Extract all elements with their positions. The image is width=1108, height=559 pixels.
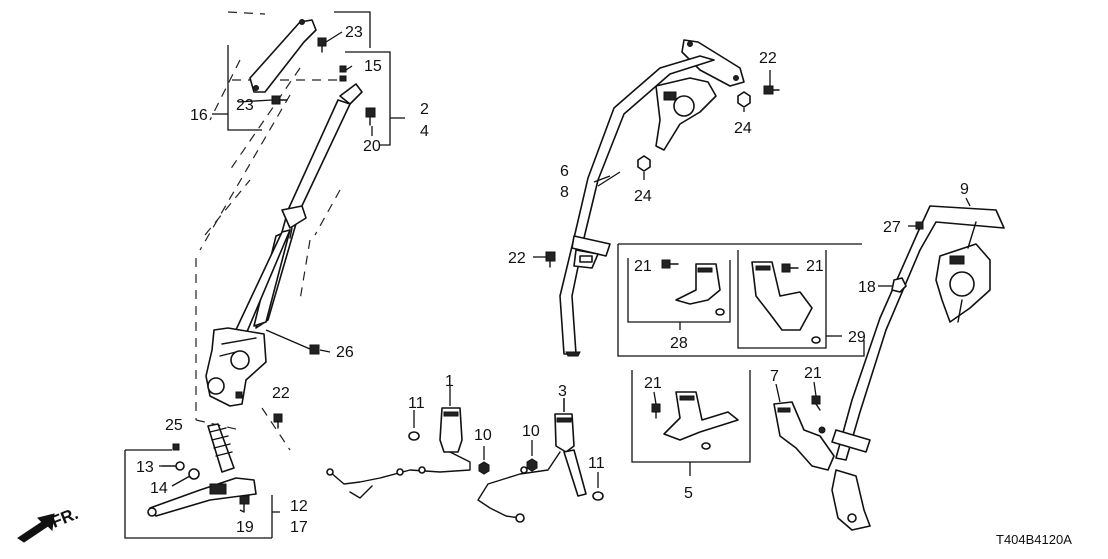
rear-buckle-3-group bbox=[477, 398, 604, 523]
callout-19: 19 bbox=[236, 519, 254, 536]
clip-27-icon bbox=[915, 221, 924, 230]
callout-21: 21 bbox=[804, 365, 822, 382]
callout-3: 3 bbox=[558, 383, 567, 400]
callout-10: 10 bbox=[474, 427, 492, 444]
callout-2: 2 bbox=[420, 101, 429, 118]
callout-28: 28 bbox=[670, 335, 688, 352]
front-buckle-stalk bbox=[207, 423, 235, 473]
callout-23: 23 bbox=[345, 24, 363, 41]
callout-15: 15 bbox=[364, 58, 382, 75]
callout-8: 8 bbox=[560, 184, 569, 201]
callout-21: 21 bbox=[806, 258, 824, 275]
bolt-20-icon bbox=[365, 107, 376, 126]
callout-11: 11 bbox=[588, 455, 605, 472]
callout-12: 12 bbox=[290, 498, 308, 515]
callout-16: 16 bbox=[190, 107, 208, 124]
buckle-3 bbox=[554, 413, 575, 453]
nut-24-lower-icon bbox=[637, 155, 651, 172]
callout-7: 7 bbox=[770, 368, 779, 385]
callout-26: 26 bbox=[336, 344, 354, 361]
bolt-21-box28-icon bbox=[661, 259, 679, 269]
nut-24-upper-icon bbox=[737, 91, 751, 108]
callout-27: 27 bbox=[883, 219, 901, 236]
callout-24: 24 bbox=[734, 120, 752, 137]
upper-anchor-plate bbox=[249, 19, 317, 93]
belt-6-tongue bbox=[571, 235, 611, 257]
buckle-7 bbox=[773, 401, 835, 471]
callout-18: 18 bbox=[858, 279, 876, 296]
callout-5: 5 bbox=[684, 485, 693, 502]
callout-25: 25 bbox=[165, 417, 183, 434]
callout-23: 23 bbox=[236, 97, 254, 114]
buckle-29 bbox=[751, 261, 813, 331]
grommet-18-icon bbox=[891, 277, 907, 293]
front-belt-assembly-group bbox=[124, 11, 405, 539]
diagram-code: T404B4120A bbox=[996, 532, 1072, 547]
buckle-28 bbox=[675, 263, 721, 305]
callout-22: 22 bbox=[272, 385, 290, 402]
front-buckle-base bbox=[149, 477, 257, 517]
buckle-1-harness bbox=[329, 451, 471, 499]
callout-11: 11 bbox=[408, 395, 425, 412]
bolt-23-upper-icon bbox=[317, 37, 327, 53]
bolt-21-box29-icon bbox=[781, 263, 799, 273]
front-direction-arrow-icon bbox=[17, 513, 55, 543]
clip-25-icon bbox=[172, 443, 180, 451]
callout-22: 22 bbox=[759, 50, 777, 67]
buckle-box-group bbox=[617, 243, 865, 357]
bolt-21-right-icon bbox=[811, 395, 821, 411]
callout-6: 6 bbox=[560, 163, 569, 180]
shoulder-anchor bbox=[339, 83, 363, 105]
bolt-19-icon bbox=[239, 495, 250, 513]
callout-21: 21 bbox=[644, 375, 662, 392]
callout-24: 24 bbox=[634, 188, 652, 205]
callout-13: 13 bbox=[136, 459, 154, 476]
washer-14-icon bbox=[188, 468, 200, 480]
bolt-22-top-icon bbox=[763, 85, 780, 95]
bolt-hole-icon bbox=[299, 19, 305, 25]
bolt-22-left-icon bbox=[273, 413, 283, 429]
bolt-26-icon bbox=[265, 329, 320, 355]
callout-10: 10 bbox=[522, 423, 540, 440]
callout-1: 1 bbox=[445, 373, 454, 390]
bolt-21-box5-icon bbox=[651, 403, 661, 419]
belt-6-bracket bbox=[681, 39, 745, 87]
buckle-3-harness bbox=[477, 451, 561, 519]
callout-17: 17 bbox=[290, 519, 308, 536]
callout-22: 22 bbox=[508, 250, 526, 267]
callout-29: 29 bbox=[848, 329, 866, 346]
belt-tongue bbox=[281, 205, 307, 229]
bolt-22-mid-icon bbox=[545, 251, 556, 268]
bolt-23-lower-icon bbox=[271, 95, 288, 105]
callout-4: 4 bbox=[420, 123, 429, 140]
rear-buckle-1-group bbox=[326, 386, 490, 499]
callout-9: 9 bbox=[960, 181, 969, 198]
callout-labels: 23 15 23 16 2 4 20 26 22 25 13 14 19 12 … bbox=[48, 24, 1072, 547]
callout-14: 14 bbox=[150, 480, 168, 497]
nut-10-left-icon bbox=[478, 461, 490, 475]
washer-11-right-icon bbox=[592, 491, 604, 501]
center-belt-6-8-group bbox=[545, 39, 780, 357]
buckle-5-group bbox=[631, 370, 751, 476]
washer-11-left-icon bbox=[408, 431, 420, 441]
nut-10-right-icon bbox=[526, 458, 538, 472]
belt-9-lower-anchor bbox=[831, 469, 871, 531]
callout-20: 20 bbox=[363, 138, 381, 155]
cap-15-icon bbox=[339, 65, 347, 82]
buckle-5 bbox=[663, 391, 739, 441]
washer-13-icon bbox=[175, 461, 185, 471]
leader-lines bbox=[162, 31, 971, 513]
bolt-hole-icon bbox=[253, 85, 259, 91]
rear-belt-9-group bbox=[773, 205, 1005, 531]
direction-label: FR. bbox=[48, 504, 81, 532]
buckle-1 bbox=[439, 407, 463, 453]
callout-21: 21 bbox=[634, 258, 652, 275]
